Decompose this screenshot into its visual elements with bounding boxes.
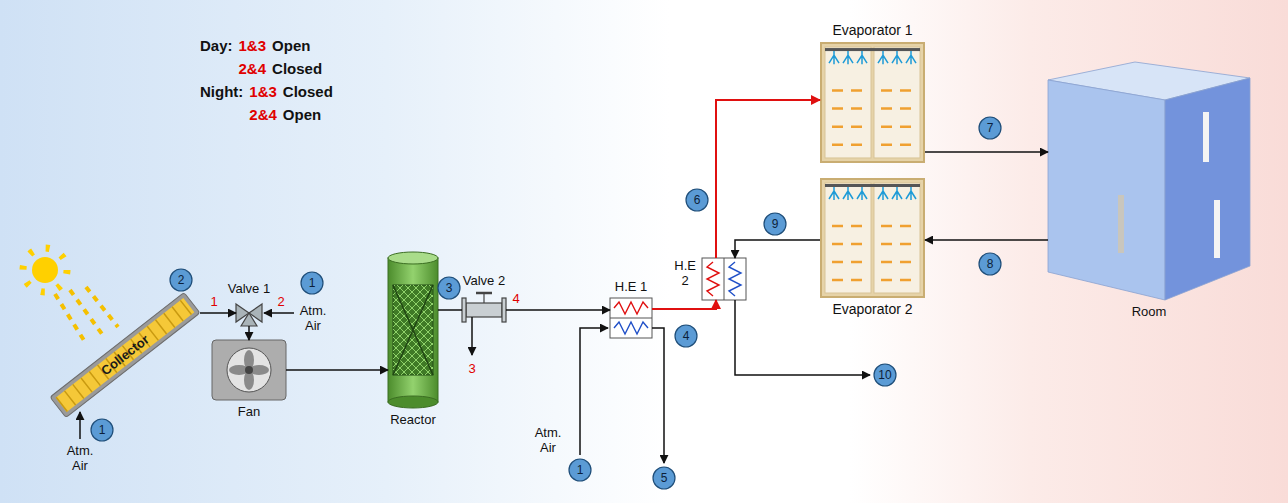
port-number: 4 — [512, 291, 519, 306]
room-cube — [1048, 62, 1250, 300]
evaporator: Evaporator 1 — [820, 42, 925, 163]
inlet-label: Atm. Air — [67, 443, 94, 473]
component-label: Valve 2 — [463, 273, 505, 288]
component-label: Evaporator 1 — [832, 23, 912, 38]
reactor-vessel-body — [388, 252, 438, 408]
mode-note: Open — [272, 38, 310, 53]
fan-unit: Fan — [212, 340, 286, 400]
callout-number: 2 — [178, 273, 185, 288]
component-label: Reactor — [390, 412, 436, 427]
flow-arrow — [735, 240, 820, 258]
component-label: Valve 1 — [228, 281, 270, 296]
mode-note: Closed — [283, 84, 333, 99]
sun-symbol — [23, 248, 118, 342]
evaporator-unit — [821, 43, 924, 162]
flow-arrow — [506, 309, 610, 311]
callout-number: 1 — [577, 463, 584, 478]
callout-number: 3 — [446, 281, 453, 296]
flow-arrow — [716, 100, 820, 258]
flow-line — [80, 300, 870, 463]
evaporator: Evaporator 2 — [820, 178, 925, 298]
mode-note: Day: — [200, 38, 233, 53]
solar-collector: Collector — [50, 292, 200, 417]
component-label: Room — [1132, 304, 1167, 319]
component-label: H.E 2 — [674, 258, 696, 288]
solar-collector-body — [50, 292, 200, 417]
component-label: Fan — [238, 404, 260, 419]
flow-arrow — [652, 300, 716, 309]
callout-number: 10 — [878, 368, 891, 383]
valve-numbers: 1&3 — [249, 84, 277, 99]
port-number: 1 — [210, 294, 217, 309]
component-label: Collector — [98, 332, 152, 379]
inlet-label: Atm. Air — [535, 425, 562, 455]
valve-numbers: 2&4 — [249, 107, 277, 122]
heat-exchanger-symbol — [610, 258, 746, 338]
callout-number: 1 — [309, 276, 316, 291]
port-number: 2 — [277, 294, 284, 309]
flow-arrow — [248, 326, 250, 340]
valve: Valve 2 — [462, 292, 506, 328]
flow-arrow — [200, 312, 236, 314]
heat-exchanger: H.E 1 — [610, 298, 652, 338]
callout-number: 7 — [987, 121, 994, 136]
port-number: 3 — [468, 361, 475, 376]
callout-number: 5 — [661, 471, 668, 486]
component-label: H.E 1 — [615, 279, 648, 294]
callout-number: 8 — [987, 257, 994, 272]
callout-circle — [91, 117, 1001, 489]
valve-numbers: 1&3 — [239, 38, 267, 53]
flow-arrow — [438, 309, 462, 311]
mode-note: Open — [283, 107, 321, 122]
flow-arrow — [925, 151, 1048, 153]
inlet-label: Atm. Air — [300, 303, 327, 333]
component-label: Evaporator 2 — [832, 302, 912, 317]
three-way-valve: Valve 1 — [236, 300, 262, 326]
callout-number: 6 — [694, 193, 701, 208]
callout-number: 1 — [99, 423, 106, 438]
flow-arrow — [925, 239, 1048, 241]
heat-exchanger: H.E 2 — [702, 258, 746, 300]
reactor-vessel: Reactor — [388, 252, 438, 408]
callout-number: 4 — [683, 329, 690, 344]
three-way-valve-symbol — [236, 304, 262, 326]
fan-symbol — [212, 340, 286, 400]
callout-number: 9 — [772, 217, 779, 232]
valve-symbol — [462, 292, 506, 322]
flow-arrow — [286, 369, 388, 371]
mode-note: Night: — [200, 84, 243, 99]
room-block: Room — [1048, 62, 1250, 300]
valve-numbers: 2&4 — [239, 61, 267, 76]
mode-note: Closed — [272, 61, 322, 76]
evaporator-unit — [821, 179, 924, 297]
